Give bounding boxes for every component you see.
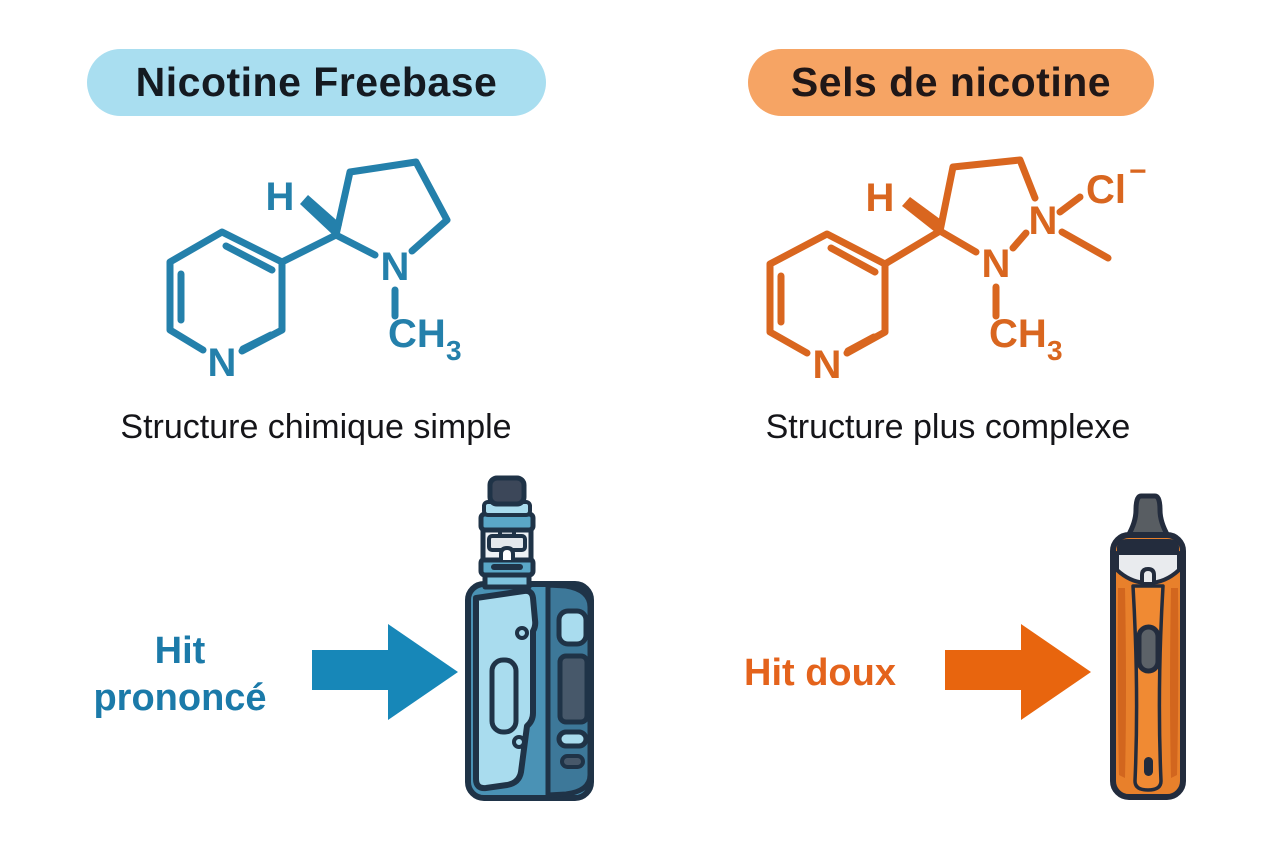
hit-prononce-label: Hit prononcé [40,628,320,722]
side-shade [1170,588,1179,778]
nicotine-salt-structure: H N N N CH 3 Cl − [766,155,1147,387]
pod-vape-illustration [1110,493,1186,800]
led-slot [1144,757,1153,776]
salts-title-pill: Sels de nicotine [748,49,1154,116]
atom-label-methyl: CH [989,312,1047,356]
salt-bonds [766,156,1112,357]
freebase-atom-labels: H N N CH 3 [208,175,462,385]
double-bond [222,242,276,274]
airflow-slot [491,564,523,570]
top-band [1117,539,1179,554]
atom-label-n-pyridine: N [813,343,842,387]
drip-tip [487,475,527,507]
salt-atom-labels: H N N N CH 3 Cl − [813,155,1147,387]
salts-caption: Structure plus complexe [765,408,1131,446]
ring-link-bond [881,227,944,268]
panel-window [489,657,519,735]
freebase-caption: Structure chimique simple [120,408,512,446]
stereo-wedge-bond [902,197,944,232]
fire-button [1136,624,1161,674]
atom-label-methyl-subscript: 3 [1047,335,1063,366]
pyridine-ring [766,230,889,357]
atom-label-chloride: Cl [1086,168,1126,212]
freebase-title: Nicotine Freebase [135,59,498,105]
coil-port [499,546,515,562]
screw [515,626,529,640]
atom-label-n-pyrrolidine: N [381,245,410,289]
pyridine-ring [166,228,286,355]
atom-label-methyl-subscript: 3 [446,335,462,366]
usb-port [560,754,585,769]
n-n-bond [1009,229,1030,252]
freebase-bonds [166,158,451,355]
atom-label-n-ring-bottom: N [982,242,1011,286]
hit-doux-label: Hit doux [744,652,896,694]
pod-group [1110,493,1186,800]
pyrrolidine-ring [936,156,1039,235]
side-shade [1117,588,1126,778]
ring-link-bond [278,231,340,266]
pod-port [1140,567,1156,584]
nicotine-freebase-structure: H N N CH 3 [166,158,462,385]
stereo-wedge-bond [300,195,342,235]
n-methyl-bond-2 [1058,228,1112,262]
double-bond [827,244,879,276]
salts-title: Sels de nicotine [790,59,1112,105]
arrow-shape [945,624,1091,720]
pyrrolidine-ring [936,227,980,256]
pyrrolidine-ring [332,231,379,259]
right-arrow-icon [312,624,458,720]
freebase-title-pill: Nicotine Freebase [87,49,546,116]
box-mod-group [465,475,594,801]
fire-button [556,608,589,647]
mouthpiece [1125,493,1171,539]
pyrrolidine-ring [332,158,451,255]
screen [557,653,590,725]
atom-label-methyl: CH [388,312,446,356]
atom-label-h: H [266,175,295,219]
right-arrow-icon [945,624,1091,720]
screw [512,735,526,749]
arrow-shape [312,624,458,720]
atom-label-chloride-charge: − [1129,155,1147,188]
hit-prononce-line2: prononcé [93,677,267,719]
atom-label-h: H [866,176,895,220]
atom-label-n-ring-right: N [1029,199,1058,243]
atom-label-n-pyridine: N [208,341,237,385]
n-chloride-bond [1056,193,1084,216]
hit-prononce-line1: Hit [154,630,206,672]
double-bond [844,333,878,355]
box-mod-vape-illustration [465,475,594,801]
adjust-button [556,729,589,749]
double-bond [239,331,275,353]
